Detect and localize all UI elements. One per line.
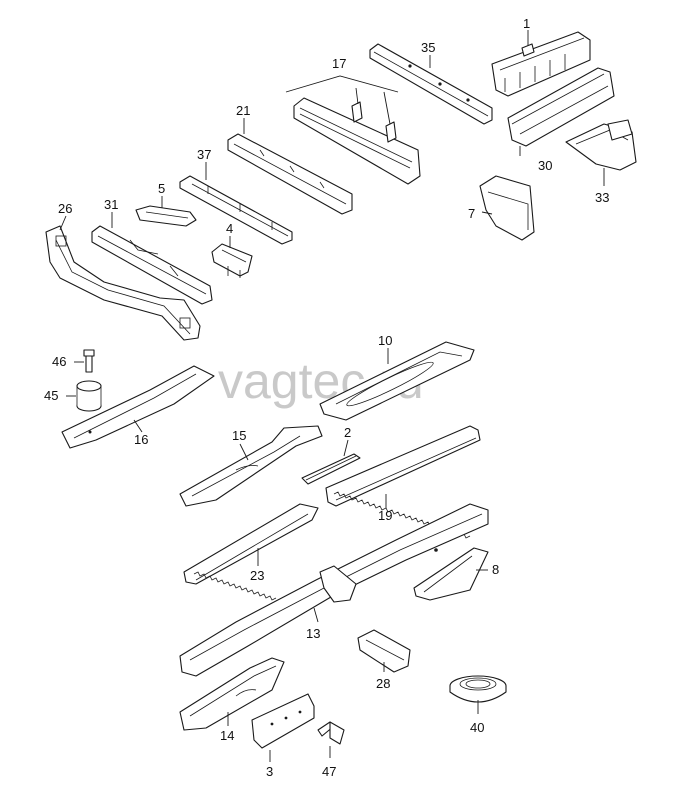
part-1[interactable] bbox=[491, 31, 591, 97]
callout-15: 15 bbox=[232, 428, 246, 443]
callout-10: 10 bbox=[378, 333, 392, 348]
part-15[interactable] bbox=[179, 425, 323, 507]
part-17[interactable] bbox=[293, 97, 421, 185]
callout-45: 45 bbox=[44, 388, 58, 403]
part-21[interactable] bbox=[227, 133, 353, 215]
callout-33: 33 bbox=[595, 190, 609, 205]
part-46[interactable] bbox=[83, 349, 95, 373]
callout-13: 13 bbox=[306, 626, 320, 641]
part-45[interactable] bbox=[76, 380, 102, 412]
callout-40: 40 bbox=[470, 720, 484, 735]
part-2[interactable] bbox=[301, 453, 361, 485]
callout-23: 23 bbox=[250, 568, 264, 583]
part-3[interactable] bbox=[251, 693, 315, 749]
part-23[interactable] bbox=[183, 503, 319, 601]
part-10[interactable] bbox=[319, 341, 475, 421]
callout-4: 4 bbox=[226, 221, 233, 236]
part-19[interactable] bbox=[325, 425, 481, 539]
callout-35: 35 bbox=[421, 40, 435, 55]
part-13[interactable] bbox=[179, 503, 489, 677]
callout-16: 16 bbox=[134, 432, 148, 447]
callout-47: 47 bbox=[322, 764, 336, 779]
part-5[interactable] bbox=[135, 205, 197, 227]
part-37[interactable] bbox=[179, 175, 293, 245]
part-4[interactable] bbox=[211, 243, 253, 278]
callout-7: 7 bbox=[468, 206, 475, 221]
part-14[interactable] bbox=[179, 657, 285, 731]
callout-3: 3 bbox=[266, 764, 273, 779]
callout-21: 21 bbox=[236, 103, 250, 118]
callout-5: 5 bbox=[158, 181, 165, 196]
part-28[interactable] bbox=[357, 629, 411, 673]
callout-28: 28 bbox=[376, 676, 390, 691]
part-26[interactable] bbox=[45, 225, 201, 341]
part-35[interactable] bbox=[369, 43, 493, 125]
part-47[interactable] bbox=[317, 721, 345, 745]
callout-37: 37 bbox=[197, 147, 211, 162]
part-7[interactable] bbox=[479, 175, 535, 241]
callout-2: 2 bbox=[344, 425, 351, 440]
part-31[interactable] bbox=[91, 225, 213, 305]
part-30[interactable] bbox=[507, 67, 615, 147]
callout-14: 14 bbox=[220, 728, 234, 743]
callout-46: 46 bbox=[52, 354, 66, 369]
callout-19: 19 bbox=[378, 508, 392, 523]
callout-30: 30 bbox=[538, 158, 552, 173]
part-33[interactable] bbox=[565, 119, 637, 171]
callout-26: 26 bbox=[58, 201, 72, 216]
callout-17: 17 bbox=[332, 56, 346, 71]
part-16[interactable] bbox=[61, 365, 215, 449]
callout-31: 31 bbox=[104, 197, 118, 212]
callout-8: 8 bbox=[492, 562, 499, 577]
callout-1: 1 bbox=[523, 16, 530, 31]
part-40[interactable] bbox=[449, 675, 507, 703]
part-8[interactable] bbox=[413, 547, 489, 601]
